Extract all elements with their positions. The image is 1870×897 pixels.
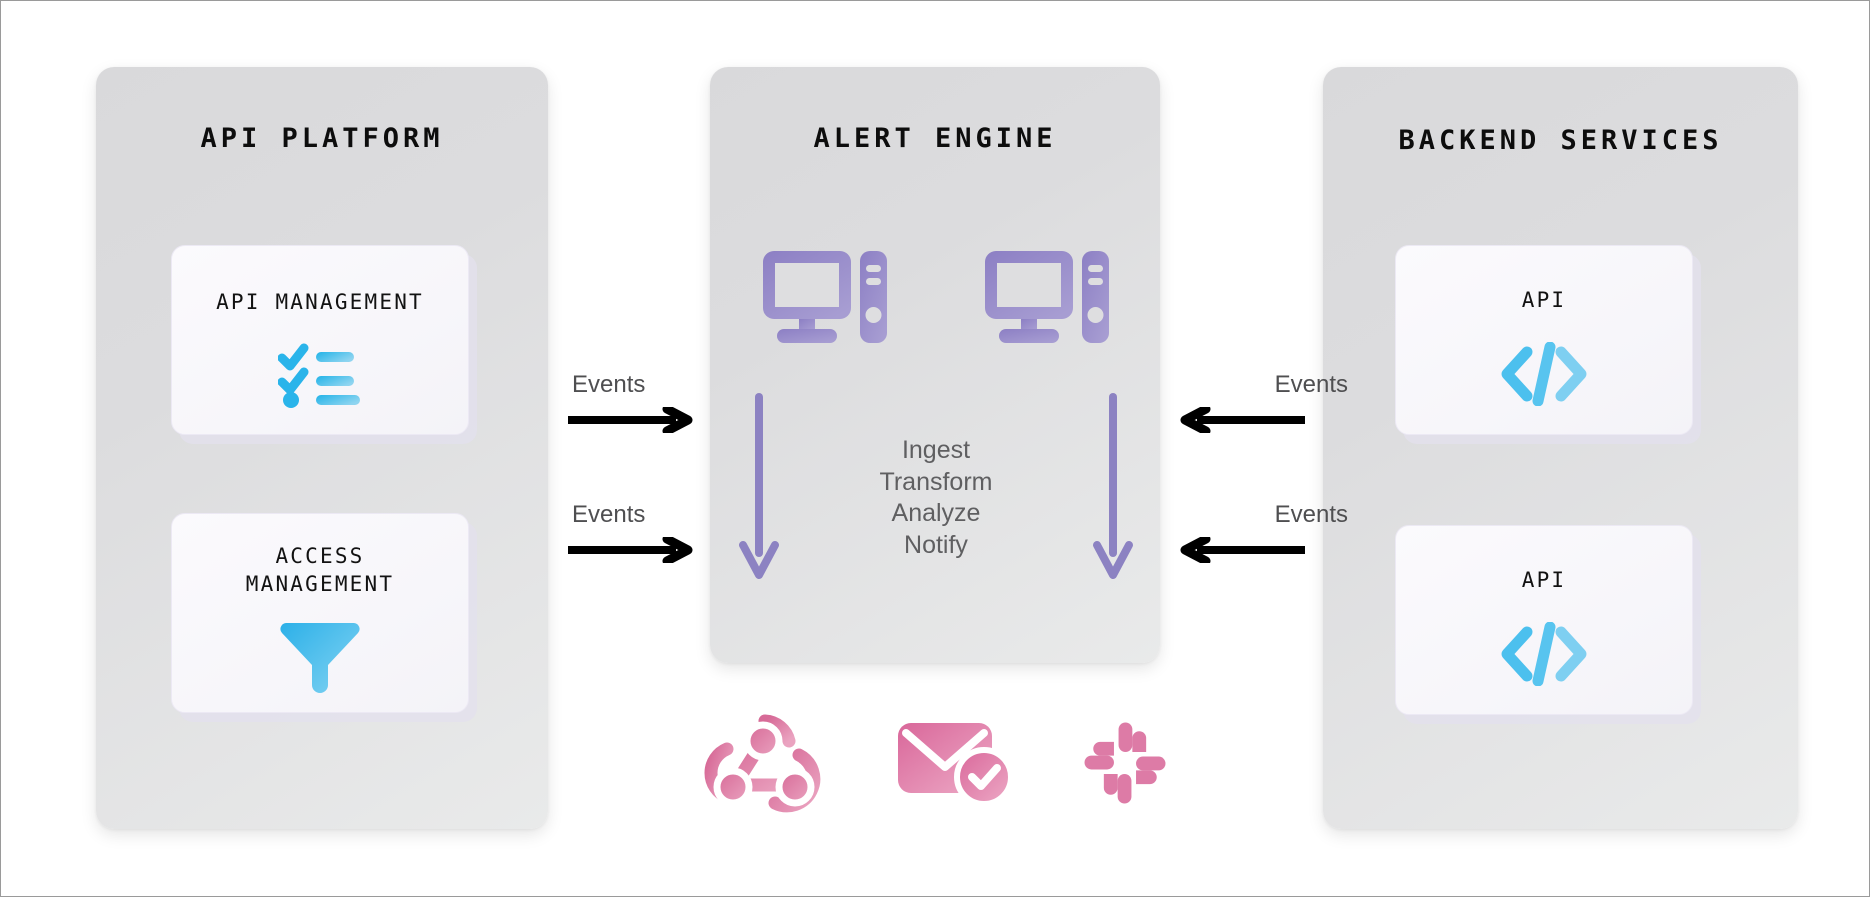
panel-title-api-platform: API PLATFORM [200,123,444,154]
connector-events-left-top: Events [566,373,741,438]
arrow-right-icon [566,404,694,437]
funnel-icon [172,599,468,712]
connector-events-right-bottom: Events [1179,503,1354,568]
webhook-icon[interactable] [701,711,829,820]
flow-steps-text: Ingest Transform Analyze Notify [879,436,993,559]
connector-label: Events [572,501,646,528]
card-api-management[interactable]: API MANAGEMENT [171,245,477,444]
arrow-right-icon [566,534,694,567]
code-brackets-icon [1396,594,1692,714]
card-title-api-2: API [1521,568,1567,592]
card-backend-api-1[interactable]: API [1395,245,1701,444]
code-brackets-icon [1396,314,1692,434]
connector-events-right-top: Events [1179,373,1354,438]
flow-block: Ingest Transform Analyze Notify [736,393,1136,593]
flow-arrow-left-icon [736,393,782,588]
email-check-icon[interactable] [896,715,1014,816]
desktop-computer-icon [983,249,1111,350]
computer-icon-row [761,249,1111,350]
card-title-access-management: ACCESS MANAGEMENT [245,544,395,597]
arrow-left-icon [1179,404,1307,437]
notification-channel-row [701,711,1171,820]
card-title-api-1: API [1521,288,1567,312]
arrow-left-icon [1179,534,1307,567]
connector-label: Events [1274,501,1348,528]
panel-title-backend-services: BACKEND SERVICES [1398,125,1723,156]
card-access-management[interactable]: ACCESS MANAGEMENT [171,513,477,722]
panel-title-alert-engine: ALERT ENGINE [813,123,1057,154]
card-title-api-management: API MANAGEMENT [216,290,424,314]
flow-arrow-right-icon [1090,393,1136,588]
checklist-icon [172,316,468,434]
connector-label: Events [1274,371,1348,398]
slack-icon[interactable] [1079,717,1171,814]
desktop-computer-icon [761,249,889,350]
panel-alert-engine: ALERT ENGINE [710,67,1160,663]
connector-label: Events [572,371,646,398]
connector-events-left-bottom: Events [566,503,741,568]
card-backend-api-2[interactable]: API [1395,525,1701,724]
